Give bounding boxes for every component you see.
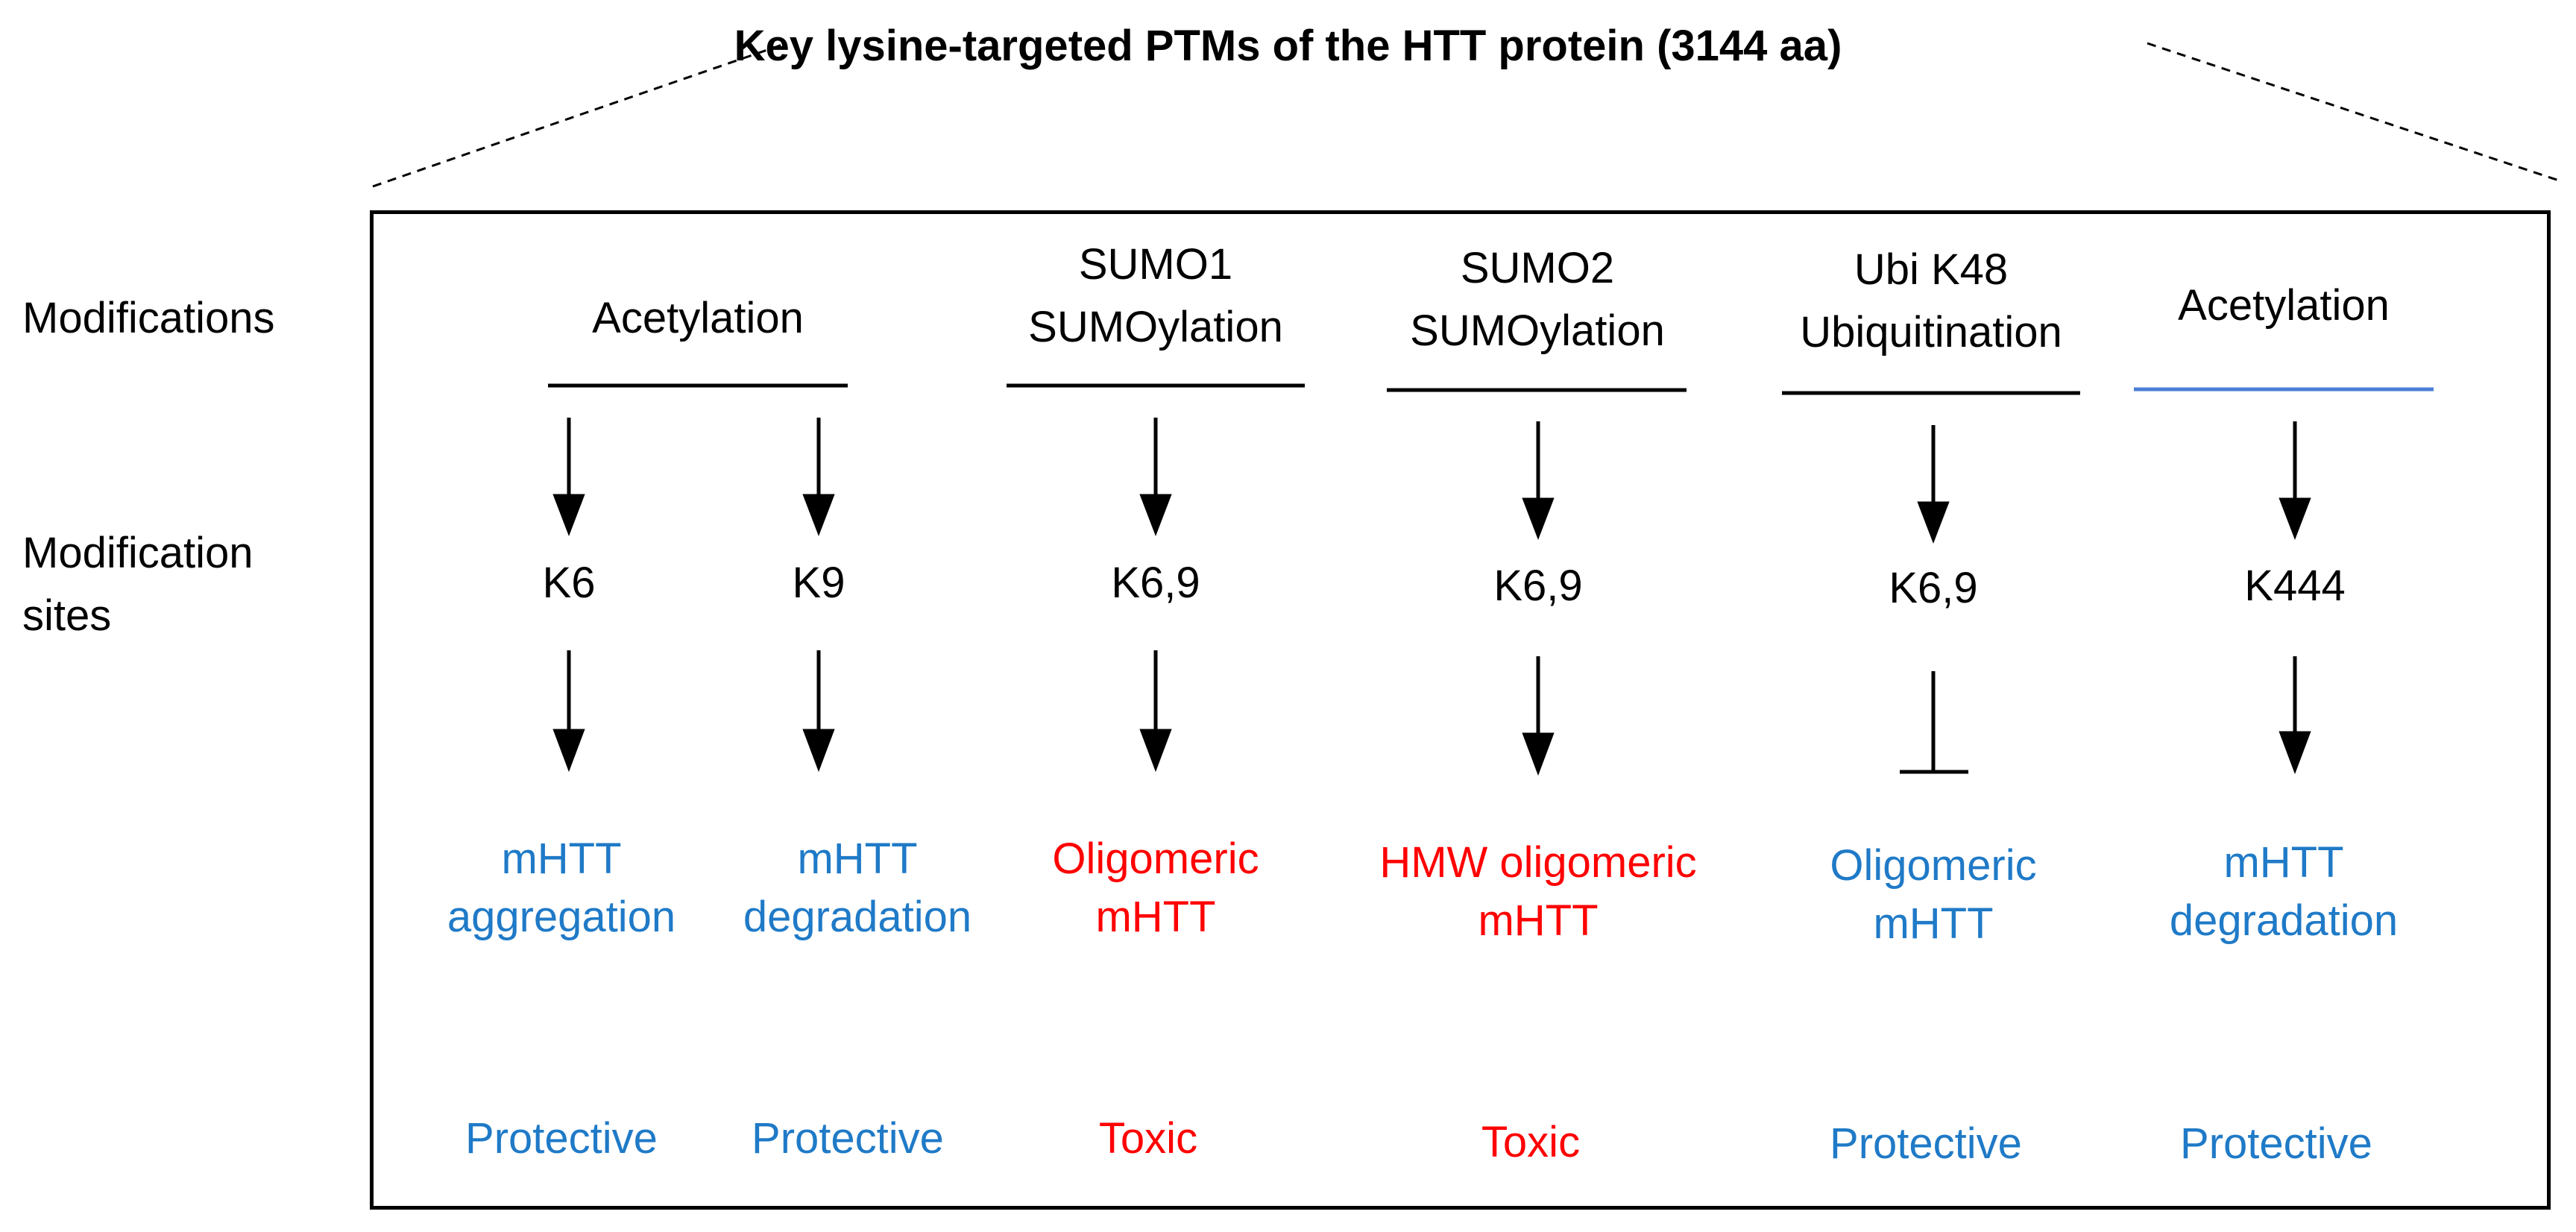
site-k6-9-sumo1: K6,9 bbox=[1111, 559, 1200, 607]
verdict-protective-1: Protective bbox=[465, 1114, 658, 1163]
site-k6-9-ubi: K6,9 bbox=[1889, 564, 1978, 612]
zoom-line-right bbox=[2147, 42, 2560, 182]
verdict-toxic-2: Toxic bbox=[1481, 1118, 1581, 1166]
site-k6: K6 bbox=[542, 559, 596, 607]
outcome-hmw-oligomeric-mhtt: HMW oligomeric mHTT bbox=[1379, 838, 1697, 945]
row-label-modification-sites-line2: sites bbox=[22, 591, 112, 640]
ptm-panel-box bbox=[370, 210, 2551, 1210]
row-label-modification-sites-line1: Modification bbox=[22, 529, 253, 577]
inhibition-bar bbox=[1900, 671, 1968, 774]
verdict-protective-3: Protective bbox=[1830, 1119, 2022, 1168]
verdict-protective-2: Protective bbox=[752, 1114, 944, 1163]
row-label-modifications: Modifications bbox=[22, 294, 275, 342]
outcome-mhtt-degradation-1: mHTT degradation bbox=[743, 835, 972, 941]
outcome-oligomeric-mhtt-toxic: Oligomeric mHTT bbox=[1052, 835, 1259, 941]
modification-sumo1: SUMO1 SUMOylation bbox=[1028, 240, 1283, 351]
outcome-mhtt-degradation-2: mHTT degradation bbox=[2169, 838, 2399, 945]
verdict-protective-4: Protective bbox=[2180, 1119, 2372, 1168]
site-k444: K444 bbox=[2244, 562, 2346, 610]
zoom-line-left bbox=[372, 42, 787, 188]
site-k6-9-sumo2: K6,9 bbox=[1493, 562, 1583, 610]
modification-sumo2: SUMO2 SUMOylation bbox=[1410, 244, 1665, 355]
site-k9: K9 bbox=[792, 559, 845, 607]
modification-acetylation-1: Acetylation bbox=[592, 294, 804, 342]
upper-arrows bbox=[552, 418, 2311, 544]
lower-arrows bbox=[552, 650, 2311, 776]
outcome-oligomeric-mhtt-protective: Oligomeric mHTT bbox=[1830, 841, 2037, 948]
diagram-title: Key lysine-targeted PTMs of the HTT prot… bbox=[734, 22, 1842, 70]
verdict-toxic-1: Toxic bbox=[1098, 1114, 1198, 1163]
outcome-mhtt-aggregation: mHTT aggregation bbox=[447, 835, 676, 941]
modification-ubi-k48: Ubi K48 Ubiquitination bbox=[1800, 245, 2062, 356]
modification-acetylation-2: Acetylation bbox=[2178, 281, 2390, 330]
